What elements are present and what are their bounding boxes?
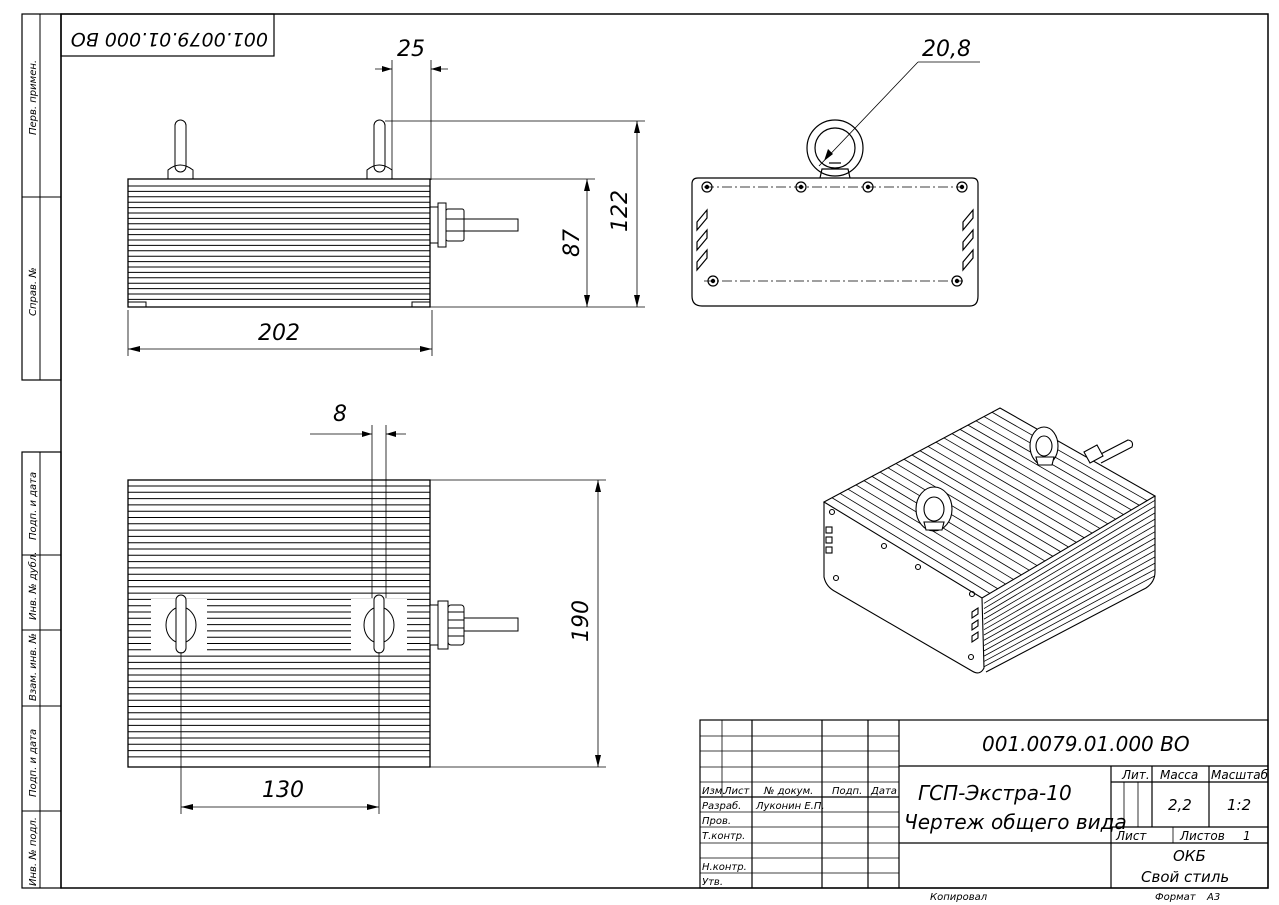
- dim-eyebolt-spacing: 130: [262, 778, 304, 803]
- tb-h-data: Дата: [870, 786, 897, 797]
- tb-h-list: Лист: [723, 786, 751, 797]
- tb-designation: 001.0079.01.000 ВО: [982, 732, 1190, 756]
- label-podp-i-data-2: Подп. и дата: [28, 729, 39, 797]
- tb-listov-label: Листов: [1179, 829, 1225, 843]
- tb-prov: Пров.: [702, 816, 731, 827]
- left-signature-column: [21, 451, 62, 889]
- label-vzam-inv: Взам. инв. №: [28, 633, 39, 701]
- eyebolt-dimension: [818, 61, 980, 167]
- tb-masshtab: 1:2: [1227, 796, 1251, 814]
- tb-name-line1: ГСП-Экстра-10: [918, 781, 1072, 805]
- tb-format-value: А3: [1206, 892, 1220, 903]
- tb-h-masshtab: Масштаб: [1211, 768, 1269, 782]
- dim-eyebolt-diameter: 20,8: [922, 37, 971, 62]
- label-podp-i-data-1: Подп. и дата: [28, 472, 39, 540]
- tb-name-line2: Чертеж общего вида: [904, 810, 1127, 834]
- isometric-view: [822, 407, 1157, 674]
- tb-list-label: Лист: [1115, 829, 1147, 843]
- dim-total-height: 122: [608, 190, 633, 232]
- tb-utv: Утв.: [702, 877, 723, 888]
- front-view: [127, 119, 519, 308]
- tb-h-ndokum: № докум.: [763, 786, 813, 797]
- title-block: [699, 719, 1269, 889]
- top-view: [127, 479, 519, 768]
- front-dimensions: [127, 60, 645, 356]
- tb-org-line1: ОКБ: [1173, 847, 1206, 865]
- tb-tkontr: Т.контр.: [702, 831, 745, 842]
- tb-h-massa: Масса: [1160, 768, 1198, 782]
- tb-razrab-name: Луконин Е.П.: [755, 801, 825, 812]
- label-sprav-no: Справ. №: [28, 267, 39, 316]
- tb-nkontr: Н.контр.: [702, 862, 747, 873]
- tb-listov-value: 1: [1243, 829, 1251, 843]
- dim-top-gap: 25: [397, 37, 425, 62]
- dim-gap-top-view: 8: [333, 402, 347, 427]
- tb-h-lit: Лит.: [1121, 768, 1150, 782]
- rotated-stamp-text: 001.0079.01.000 ВО: [71, 28, 268, 50]
- rotated-stamp-box: [60, 13, 275, 57]
- label-perv-primen: Перв. примен.: [28, 60, 39, 135]
- dim-width-top: 190: [569, 600, 594, 642]
- label-inv-dubl: Инв. № дубл.: [27, 552, 39, 620]
- dim-body-height: 87: [560, 229, 585, 257]
- tb-kopiroval: Копировал: [930, 892, 988, 903]
- side-view: [691, 119, 979, 307]
- tb-org-line2: Свой стиль: [1141, 868, 1229, 886]
- dim-length-front: 202: [258, 321, 300, 346]
- sheet-frame: [60, 13, 1269, 889]
- tb-format-label: Формат: [1155, 892, 1197, 903]
- tb-massa: 2,2: [1168, 796, 1192, 814]
- label-inv-podl: Инв. № подл.: [28, 817, 39, 886]
- tb-razrab: Разраб.: [702, 800, 741, 812]
- top-dimensions: [180, 425, 606, 814]
- tb-h-podp: Подп.: [832, 786, 862, 797]
- tb-h-izm: Изм.: [702, 786, 726, 797]
